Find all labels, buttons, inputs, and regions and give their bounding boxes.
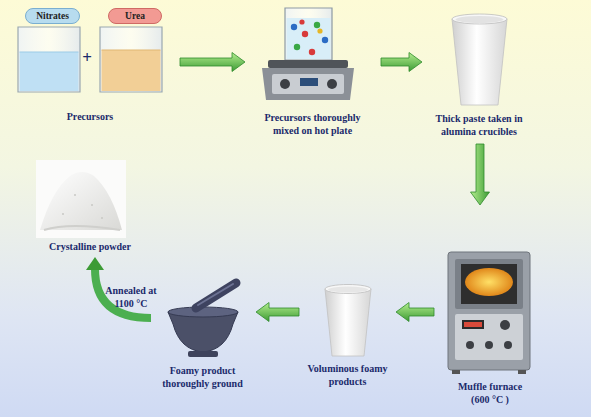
illustration-part [285,8,332,60]
illustration-part [328,287,368,293]
illustration-part [462,320,484,329]
illustration-part [287,18,331,59]
step-caption: Precursors thoroughly mixed on hot plate [254,111,372,137]
reagent-label: Urea [108,8,162,24]
illustration-part [327,79,337,89]
illustration-part [20,52,79,91]
illustration-part [464,322,482,327]
illustration-part [291,24,297,30]
illustration-part [452,370,460,374]
illustration-part [188,351,218,357]
illustration-part [322,37,328,43]
illustration-part [168,312,238,352]
reagent-name: Urea [125,11,145,21]
illustration-part [62,213,64,215]
arrow-shape [381,53,422,72]
flow-arrow [256,303,299,322]
muffle-furnace [448,252,530,374]
arrow-shape [471,144,490,205]
illustration-part [448,252,530,370]
illustration-part [272,74,344,94]
powder-photo [36,160,126,238]
reagent-name: Nitrates [36,11,69,21]
step-caption: Crystalline powder [30,240,150,253]
mortar-pestle [168,283,238,357]
illustration-part [302,31,308,37]
arrow-shape [396,303,434,322]
illustration-part [102,50,161,91]
step-caption: Thick paste taken in alumina crucibles [428,112,530,138]
illustration-part [196,283,236,308]
nitrates-beaker [18,27,80,92]
illustration-part [455,314,523,360]
hot-plate [262,8,354,100]
illustration-part [44,226,120,230]
urea-beaker [100,27,162,92]
foamy-crucible [325,285,371,357]
illustration-part [100,27,162,92]
arrow-shape [180,53,245,72]
illustration-part [299,19,304,24]
flow-arrow [381,53,422,72]
illustration-part [268,60,348,68]
flow-arrow [396,303,434,322]
flow-arrow [180,53,245,72]
illustration-part [102,50,161,51]
edge-label: Annealed at 1100 °C [98,284,164,310]
illustration-part [314,22,320,28]
step-caption: Precursors [10,110,170,123]
illustration-part [466,341,474,349]
illustration-part [452,19,507,105]
illustration-part [325,285,371,294]
illustration-part [461,264,517,304]
illustration-part [20,52,79,53]
process-step: Crystalline powder [25,155,155,253]
illustration-part [465,268,513,296]
illustration-part [452,14,507,24]
illustration-part [91,204,93,206]
illustration-part [40,172,122,230]
illustration-part [18,27,80,92]
arrow-head [86,257,104,270]
illustration-part [280,79,290,89]
step-caption: Foamy product thoroughly ground [158,364,248,390]
arrow-shape [256,303,299,322]
illustration-part [456,16,504,23]
illustration-part [300,78,318,86]
process-step: Voluminous foamy products [305,280,390,388]
step-caption: Muffle furnace (600 °C ) [450,380,530,406]
illustration-part [36,160,126,238]
alumina-crucible [452,14,507,105]
illustration-part [325,289,371,356]
illustration-part [504,341,512,349]
step-caption: Voluminous foamy products [305,362,390,388]
illustration-part [518,370,526,374]
illustration-part [485,341,493,349]
process-step: Precursors thoroughly mixed on hot plate [250,3,375,137]
plus-sign: + [78,48,96,68]
process-step: Thick paste taken in alumina crucibles [428,10,530,138]
process-step: Muffle furnace (600 °C ) [440,248,540,406]
illustration-part [455,259,523,309]
illustration-part [262,68,354,100]
illustration-part [317,28,322,33]
illustration-part [198,284,233,305]
illustration-part [309,49,315,55]
flow-arrow [471,144,490,205]
process-step: Foamy product thoroughly ground [155,280,250,390]
illustration-part [101,217,103,219]
reagent-label: Nitrates [25,8,80,24]
illustration-part [500,320,510,330]
illustration-part [294,44,300,50]
illustration-part [74,194,76,196]
